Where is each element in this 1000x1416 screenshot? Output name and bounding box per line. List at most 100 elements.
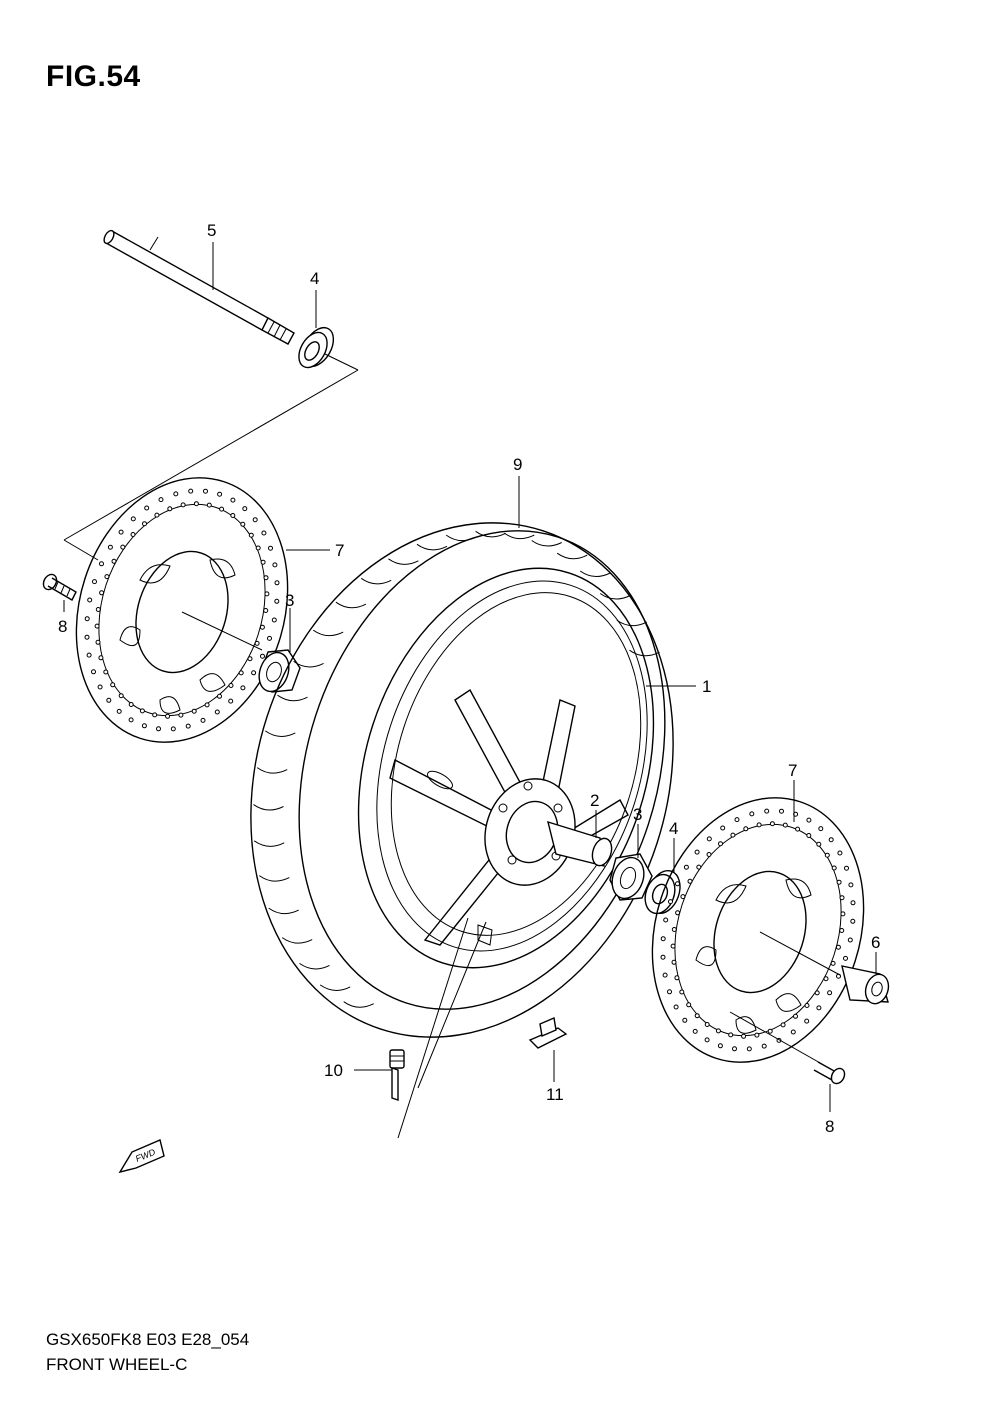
disc-drill-hole bbox=[217, 693, 222, 699]
disc-drill-hole bbox=[671, 959, 677, 965]
tire-tread-groove bbox=[256, 767, 288, 774]
disc-drill-hole bbox=[156, 726, 161, 732]
tire-tread-groove bbox=[629, 649, 660, 657]
disc-drill-hole bbox=[814, 990, 820, 996]
assembly-guide-lines bbox=[63, 353, 487, 1139]
callout-leaders bbox=[63, 242, 877, 1112]
disc-drill-hole bbox=[86, 652, 92, 658]
tire-tread-groove bbox=[253, 840, 285, 847]
axle-part bbox=[103, 229, 295, 345]
disc-drill-hole bbox=[756, 822, 762, 828]
disc-drill-hole bbox=[767, 1028, 773, 1034]
disc-drill-hole bbox=[696, 864, 702, 870]
callout-9: 9 bbox=[513, 455, 522, 474]
disc-drill-hole bbox=[87, 597, 93, 603]
tire-tread-groove bbox=[416, 543, 448, 551]
callout-8-left: 8 bbox=[58, 617, 67, 636]
disc-drill-hole bbox=[260, 653, 265, 659]
disc-drill-hole bbox=[675, 881, 680, 887]
disc-drill-hole bbox=[730, 832, 736, 838]
disc-drill-hole bbox=[142, 521, 147, 527]
disc-drill-hole bbox=[746, 1046, 752, 1052]
disc-drill-hole bbox=[704, 1037, 710, 1043]
tire-tread-groove bbox=[293, 660, 324, 668]
callout-1: 1 bbox=[702, 677, 711, 696]
disc-drill-hole bbox=[144, 505, 150, 511]
tire-tread-groove bbox=[265, 730, 296, 737]
disc-drill-hole bbox=[154, 512, 160, 518]
disc-drill-hole bbox=[732, 1046, 737, 1052]
disc-drill-hole bbox=[274, 598, 280, 604]
disc-drill-hole bbox=[718, 841, 723, 847]
disc-drill-hole bbox=[271, 617, 277, 623]
callout-4-top: 4 bbox=[310, 269, 319, 288]
disc-drill-hole bbox=[818, 826, 824, 832]
disc-drill-hole bbox=[264, 591, 270, 597]
spacer-part bbox=[547, 820, 613, 867]
callout-3-right: 3 bbox=[633, 805, 642, 824]
disc-drill-hole bbox=[741, 1033, 747, 1039]
disc-drill-hole bbox=[679, 989, 685, 995]
disc-drill-hole bbox=[830, 960, 836, 966]
tire-tread-groove bbox=[312, 629, 344, 637]
disc-drill-hole bbox=[694, 1013, 700, 1019]
disc-drill-hole bbox=[694, 849, 700, 855]
disc-drill-hole bbox=[165, 713, 171, 719]
disc-drill-hole bbox=[259, 624, 265, 630]
disc-drill-hole bbox=[686, 1002, 692, 1008]
disc-drill-hole bbox=[764, 808, 770, 814]
disc-drill-hole bbox=[754, 1032, 760, 1038]
disc-drill-hole bbox=[674, 975, 680, 981]
disc-drill-hole bbox=[255, 545, 261, 551]
disc-drill-hole bbox=[91, 669, 96, 675]
disc-drill-hole bbox=[188, 488, 194, 494]
callout-8-right: 8 bbox=[825, 1117, 834, 1136]
disc-drill-hole bbox=[204, 702, 210, 708]
disc-drill-hole bbox=[106, 697, 112, 703]
forward-direction-badge: FWD bbox=[118, 1139, 165, 1174]
callout-2: 2 bbox=[590, 791, 599, 810]
disc-drill-hole bbox=[139, 708, 145, 714]
disc-drill-hole bbox=[663, 917, 669, 923]
disc-drill-hole bbox=[191, 708, 197, 714]
tire-tread-groove bbox=[281, 937, 313, 944]
disc-drill-hole bbox=[844, 865, 849, 871]
disc-drill-hole bbox=[247, 656, 253, 662]
disc-drill-hole bbox=[816, 841, 822, 847]
tire-tread-groove bbox=[531, 540, 562, 547]
disc-drill-hole bbox=[793, 1013, 798, 1019]
disc-drill-hole bbox=[692, 1028, 698, 1034]
bearing-left-part bbox=[258, 649, 301, 693]
tire-tread-groove bbox=[504, 532, 535, 540]
disc-drill-hole bbox=[254, 640, 260, 646]
tire-tread-groove bbox=[299, 962, 330, 970]
callout-6: 6 bbox=[871, 933, 880, 952]
disc-drill-hole bbox=[98, 655, 104, 661]
disc-drill-hole bbox=[850, 900, 856, 906]
disc-drill-hole bbox=[683, 864, 689, 870]
tire-tread-groove bbox=[277, 694, 308, 702]
brake-disc-left-part bbox=[75, 477, 289, 743]
disc-drill-hole bbox=[839, 895, 845, 901]
disc-drill-hole bbox=[111, 558, 117, 564]
callout-labels: 5 4 9 7 3 8 1 2 7 3 4 6 10 11 8 bbox=[58, 221, 880, 1136]
disc-drill-hole bbox=[228, 683, 234, 688]
callout-7-right: 7 bbox=[788, 761, 797, 780]
disc-drill-hole bbox=[158, 497, 164, 503]
disc-drill-hole bbox=[118, 693, 124, 699]
disc-drill-hole bbox=[267, 635, 272, 641]
tire-tread-groove bbox=[616, 619, 648, 627]
disc-drill-hole bbox=[104, 574, 110, 580]
disc-drill-hole bbox=[717, 1043, 723, 1049]
disc-drill-hole bbox=[782, 822, 788, 828]
disc-drill-hole bbox=[170, 726, 176, 732]
disc-drill-hole bbox=[185, 723, 191, 729]
disc-drill-hole bbox=[706, 852, 712, 857]
disc-drill-hole bbox=[837, 850, 843, 856]
disc-drill-hole bbox=[219, 506, 225, 512]
disc-drill-hole bbox=[790, 1029, 796, 1035]
disc-drill-hole bbox=[816, 1005, 822, 1011]
tire-tread-groove bbox=[475, 530, 506, 538]
tire-tread-groove bbox=[445, 534, 477, 542]
disc-drill-hole bbox=[823, 976, 829, 982]
